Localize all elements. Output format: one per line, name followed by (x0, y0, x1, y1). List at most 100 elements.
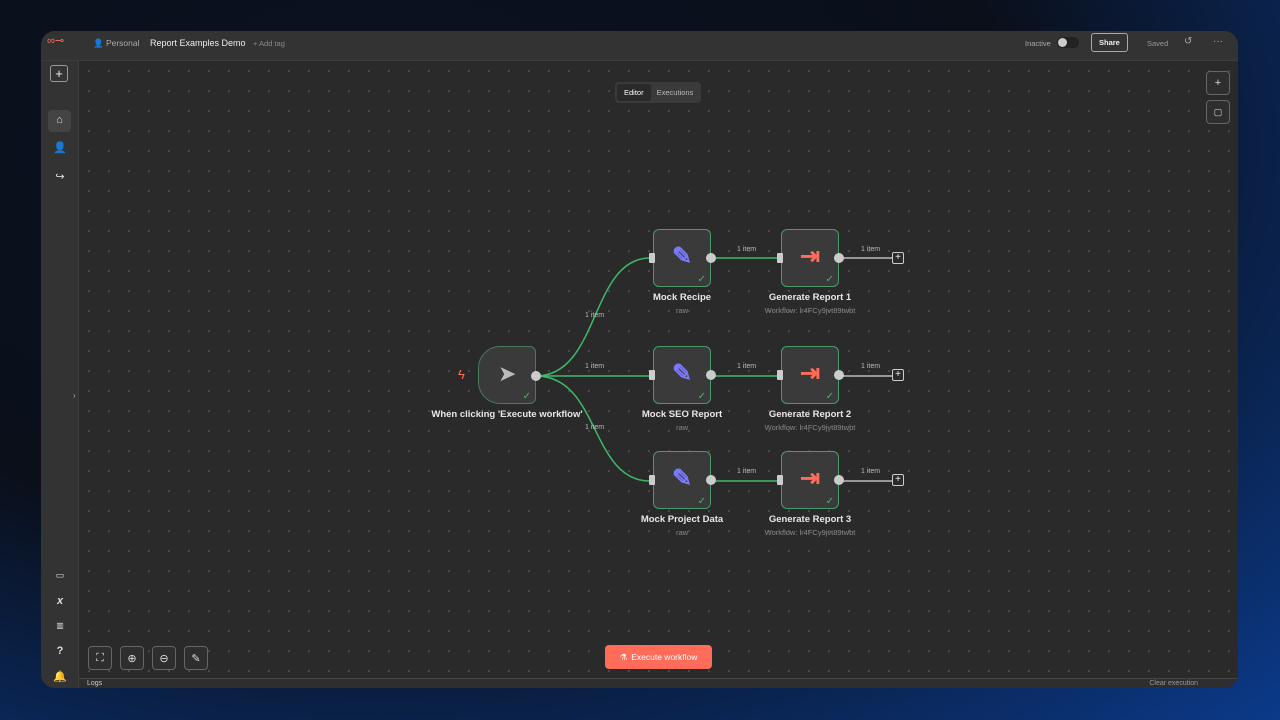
node-label: Generate Report 3 (768, 514, 852, 525)
node-label: Mock Recipe (652, 292, 712, 303)
execute-subworkflow-icon: ⇥ (799, 243, 821, 270)
project-link[interactable]: 👤 Personal (93, 38, 140, 48)
input-handle[interactable] (649, 253, 655, 263)
sticky-note-icon: ▢ (1213, 106, 1223, 117)
output-handle[interactable] (706, 253, 716, 263)
add-button[interactable]: + (50, 65, 68, 82)
cursor-icon: ➤ (498, 361, 517, 386)
output-handle[interactable] (834, 475, 844, 485)
pencil-icon: ✎ (671, 465, 693, 492)
edge-label: 1 item (861, 246, 881, 253)
help-icon[interactable]: ? (56, 645, 64, 657)
insights-icon[interactable]: ▥ (56, 621, 64, 630)
fit-view-button[interactable]: ⛶ (88, 646, 112, 670)
edge-label: 1 item (737, 363, 757, 370)
node-mock3[interactable]: ✎✓ (653, 451, 711, 509)
tab-editor[interactable]: Editor (617, 84, 651, 101)
success-check-icon: ✓ (697, 391, 706, 402)
edge-label: 1 item (861, 363, 881, 370)
notifications-icon[interactable]: 🔔 (53, 671, 67, 683)
sticky-note-button[interactable]: ▢ (1206, 100, 1230, 124)
share-button[interactable]: Share (1091, 33, 1128, 52)
zoom-in-button[interactable]: ⊕ (120, 646, 144, 670)
node-subtitle: raw (675, 423, 689, 432)
edge-trigger-mock3 (535, 375, 651, 482)
add-node-button[interactable]: + (1206, 71, 1230, 95)
node-label: Generate Report 2 (768, 409, 852, 420)
pencil-icon: ✎ (671, 360, 693, 387)
project-name: Personal (105, 38, 140, 48)
plus-icon: + (1214, 77, 1222, 89)
logs-bar[interactable]: Logs Clear execution (79, 678, 1238, 688)
variables-icon[interactable]: x (56, 595, 64, 607)
share-arrow-icon[interactable]: ↪ (55, 171, 65, 183)
node-subtitle: Workflow: lr4FCy9jvt89twbt (764, 423, 856, 432)
sidebar: + ⌂ 👤 ↪ ▭ x ▥ ? 🔔 › (41, 61, 79, 688)
trigger-bolt-icon: ϟ (458, 367, 465, 382)
n8n-logo-icon[interactable]: ∞⊸ (47, 35, 65, 47)
logs-label[interactable]: Logs (87, 680, 103, 687)
view-tabs: Editor Executions (615, 82, 702, 103)
expand-sidebar-icon[interactable]: › (73, 391, 76, 400)
node-subtitle: raw (675, 306, 689, 315)
templates-icon[interactable]: ▭ (55, 570, 65, 580)
node-mock2[interactable]: ✎✓ (653, 346, 711, 404)
header: ∞⊸ 👤 Personal Report Examples Demo + Add… (41, 31, 1238, 61)
edge-label: 1 item (737, 468, 757, 475)
edge-label: 1 item (737, 246, 757, 253)
app-window: ∞⊸ 👤 Personal Report Examples Demo + Add… (41, 31, 1238, 688)
output-handle[interactable] (706, 370, 716, 380)
workflow-title[interactable]: Report Examples Demo (150, 38, 246, 48)
add-next-node-button[interactable]: + (892, 474, 904, 486)
node-label: Mock SEO Report (641, 409, 723, 420)
output-handle[interactable] (706, 475, 716, 485)
node-gen2[interactable]: ⇥✓ (781, 346, 839, 404)
node-gen1[interactable]: ⇥✓ (781, 229, 839, 287)
success-check-icon: ✓ (697, 496, 706, 507)
user-icon[interactable]: 👤 (53, 142, 67, 154)
home-icon: ⌂ (56, 114, 63, 126)
clear-execution-button[interactable]: Clear execution (1149, 680, 1198, 687)
broom-icon: ✎ (191, 652, 201, 665)
history-icon[interactable]: ↺ (1184, 36, 1193, 47)
node-gen3[interactable]: ⇥✓ (781, 451, 839, 509)
input-handle[interactable] (649, 475, 655, 485)
sidebar-home[interactable]: ⌂ (48, 110, 71, 132)
zoom-in-icon: ⊕ (127, 652, 137, 665)
flask-icon: ⚗ (619, 651, 628, 662)
tidy-up-button[interactable]: ✎ (184, 646, 208, 670)
edge-label: 1 item (585, 424, 605, 431)
tab-executions[interactable]: Executions (656, 88, 694, 97)
output-handle[interactable] (834, 253, 844, 263)
execute-workflow-button[interactable]: ⚗Execute workflow (605, 645, 712, 669)
more-options-icon[interactable]: ··· (1213, 36, 1223, 47)
node-label: Generate Report 1 (768, 292, 852, 303)
node-subtitle: Workflow: lr4FCy9jvt89twbt (764, 306, 856, 315)
active-status: Inactive (1025, 39, 1051, 48)
saved-status: Saved (1147, 39, 1169, 48)
edge-trigger-mock1 (535, 257, 651, 377)
output-handle[interactable] (531, 371, 541, 381)
success-check-icon: ✓ (697, 274, 706, 285)
execute-label: Execute workflow (631, 652, 698, 662)
add-tag-link[interactable]: + Add tag (253, 39, 285, 48)
pencil-icon: ✎ (671, 243, 693, 270)
add-next-node-button[interactable]: + (892, 252, 904, 264)
output-handle[interactable] (834, 370, 844, 380)
node-trigger[interactable]: ➤ ✓ (478, 346, 536, 404)
node-subtitle: raw (675, 528, 689, 537)
zoom-out-icon: ⊖ (159, 652, 169, 665)
node-mock1[interactable]: ✎✓ (653, 229, 711, 287)
zoom-out-button[interactable]: ⊖ (152, 646, 176, 670)
success-check-icon: ✓ (825, 496, 834, 507)
active-toggle[interactable] (1057, 37, 1079, 48)
add-next-node-button[interactable]: + (892, 369, 904, 381)
node-label: Mock Project Data (640, 514, 724, 525)
edge-label: 1 item (585, 363, 605, 370)
input-handle[interactable] (649, 370, 655, 380)
input-handle[interactable] (777, 253, 783, 263)
execute-subworkflow-icon: ⇥ (799, 465, 821, 492)
input-handle[interactable] (777, 475, 783, 485)
input-handle[interactable] (777, 370, 783, 380)
